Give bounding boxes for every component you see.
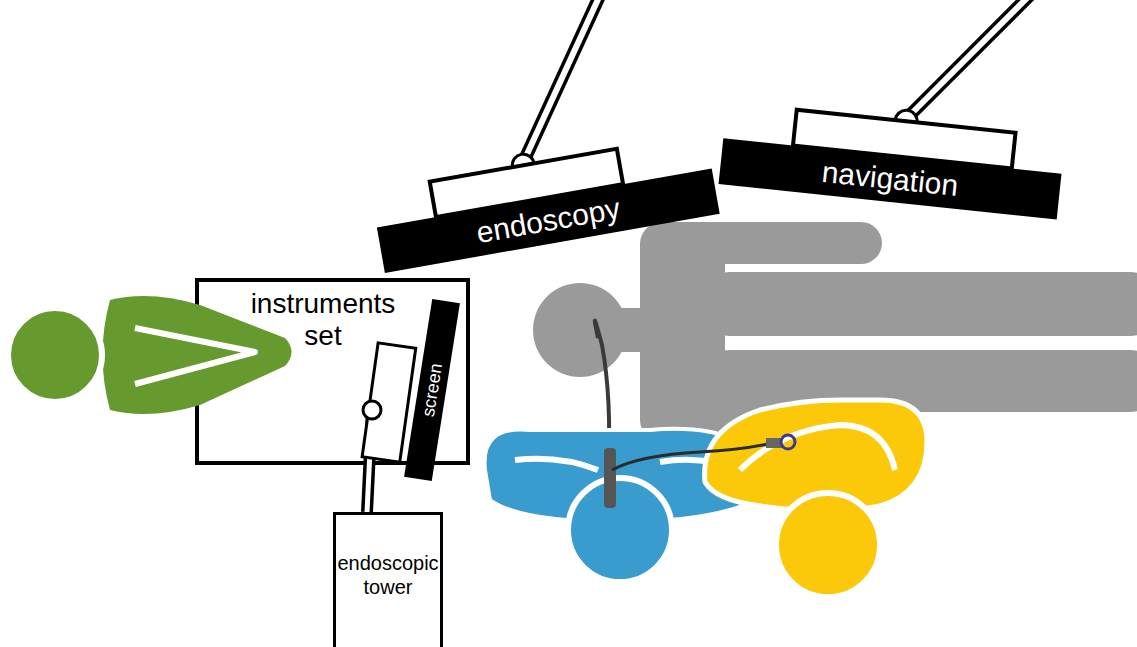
arm-gap (740, 425, 895, 470)
endoscope-loop (781, 435, 795, 449)
endoscopic-tower: endoscopic tower (333, 512, 443, 647)
nurse-head (8, 308, 102, 402)
endoscope-handle (604, 448, 616, 508)
monitor-arm (523, 0, 600, 163)
patient-leg (700, 350, 1137, 412)
monitor-panel (719, 138, 1062, 219)
patient-leg (700, 272, 1137, 336)
monitor-arm (523, 0, 600, 163)
navigation-monitor: navigation (719, 100, 1066, 219)
node-label: endoscopic tower (336, 551, 440, 599)
screen-mount (363, 401, 381, 419)
surgeon-head (568, 478, 672, 582)
assistant-head (776, 493, 880, 597)
endoscope-cable (612, 444, 768, 470)
monitor-arm (906, 0, 1030, 119)
monitor-panel (377, 169, 720, 273)
arm-gap (135, 328, 255, 384)
patient-arm (680, 222, 882, 264)
monitor-arm (906, 0, 1030, 119)
